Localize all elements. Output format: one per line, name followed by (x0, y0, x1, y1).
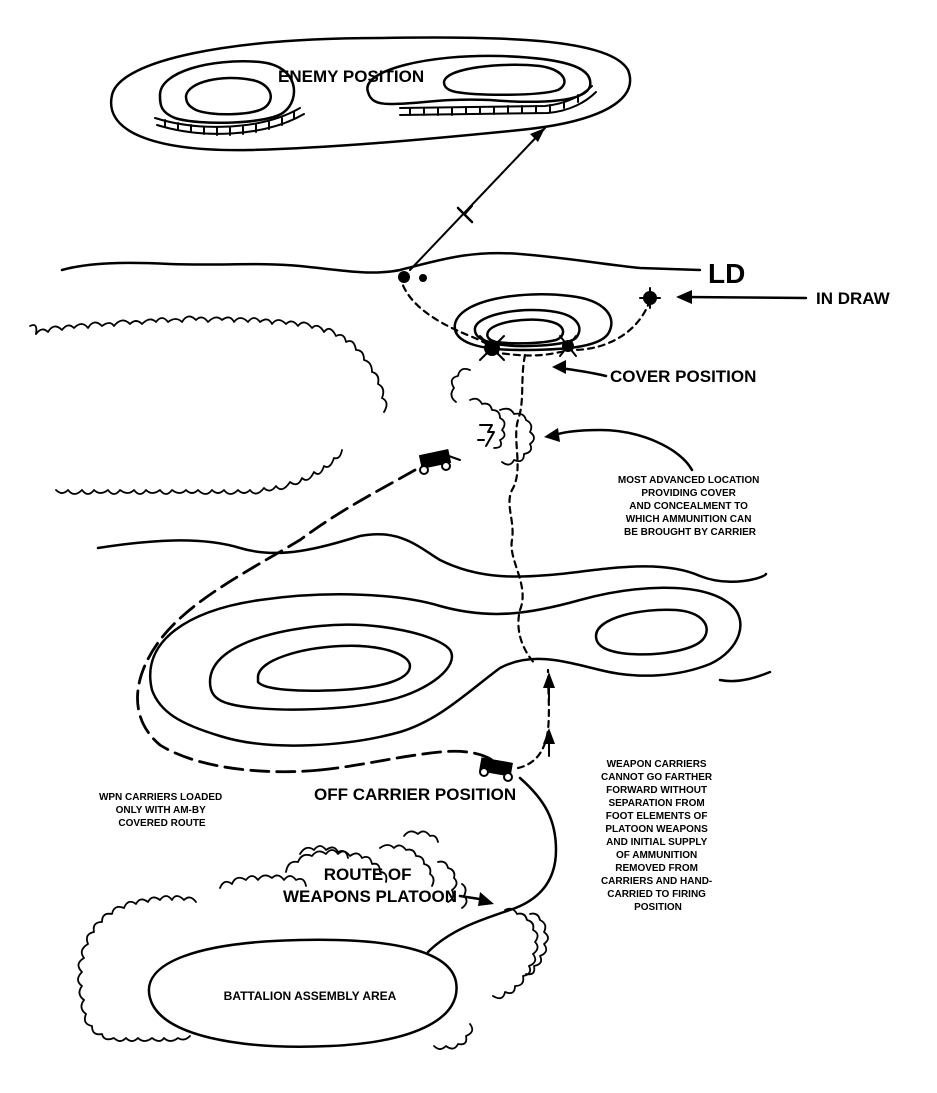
route-right-to-draw (570, 298, 652, 352)
foot-route-arrow-icon (543, 672, 555, 757)
in-draw-arrow-icon (676, 290, 808, 304)
ammo-drop-icon (477, 424, 495, 447)
route-of-weapons-platoon-label: ROUTE OF WEAPONS PLATOON (283, 865, 457, 906)
off-carrier-position-label: OFF CARRIER POSITION (314, 785, 516, 804)
ld-label: LD (708, 258, 745, 289)
enemy-hill (109, 36, 632, 152)
advanced-location-text: MOST ADVANCED LOCATION PROVIDING COVER A… (618, 475, 762, 538)
wpn-carriers-text: WPN CARRIERS LOADED ONLY WITH AM-BY COVE… (99, 792, 225, 829)
cover-position-arrow-icon (552, 360, 608, 378)
weapons-platoon-route (426, 776, 558, 954)
weapon-position-icon (398, 271, 661, 361)
lower-woods (77, 830, 549, 1050)
battalion-assembly-area-label: BATTALION ASSEMBLY AREA (224, 989, 397, 1003)
upper-woods (29, 315, 535, 495)
weapon-carriers-note: WEAPON CARRIERS CANNOT GO FARTHER FORWAR… (601, 759, 715, 913)
line-of-departure (60, 251, 702, 274)
in-draw-label: IN DRAW (816, 289, 891, 308)
route-arrow-icon (458, 892, 494, 906)
route-cover-to-advanced (490, 348, 570, 357)
off-carrier-vehicle-icon (479, 757, 513, 782)
cover-hill (453, 293, 613, 352)
lower-hill (96, 533, 772, 747)
carrier-vehicle-icon (418, 449, 461, 475)
direction-of-fire (409, 127, 546, 271)
enemy-position-label: ENEMY POSITION (278, 67, 424, 86)
battalion-assembly-area (147, 938, 458, 1048)
route-cover-down (508, 353, 538, 667)
advanced-location-arrow-icon (544, 428, 694, 472)
carrier-route (136, 468, 417, 774)
trench-left (154, 107, 305, 136)
cover-position-label: COVER POSITION (610, 367, 756, 386)
trench-right (399, 85, 597, 116)
carrier-route-bottom (318, 749, 494, 772)
